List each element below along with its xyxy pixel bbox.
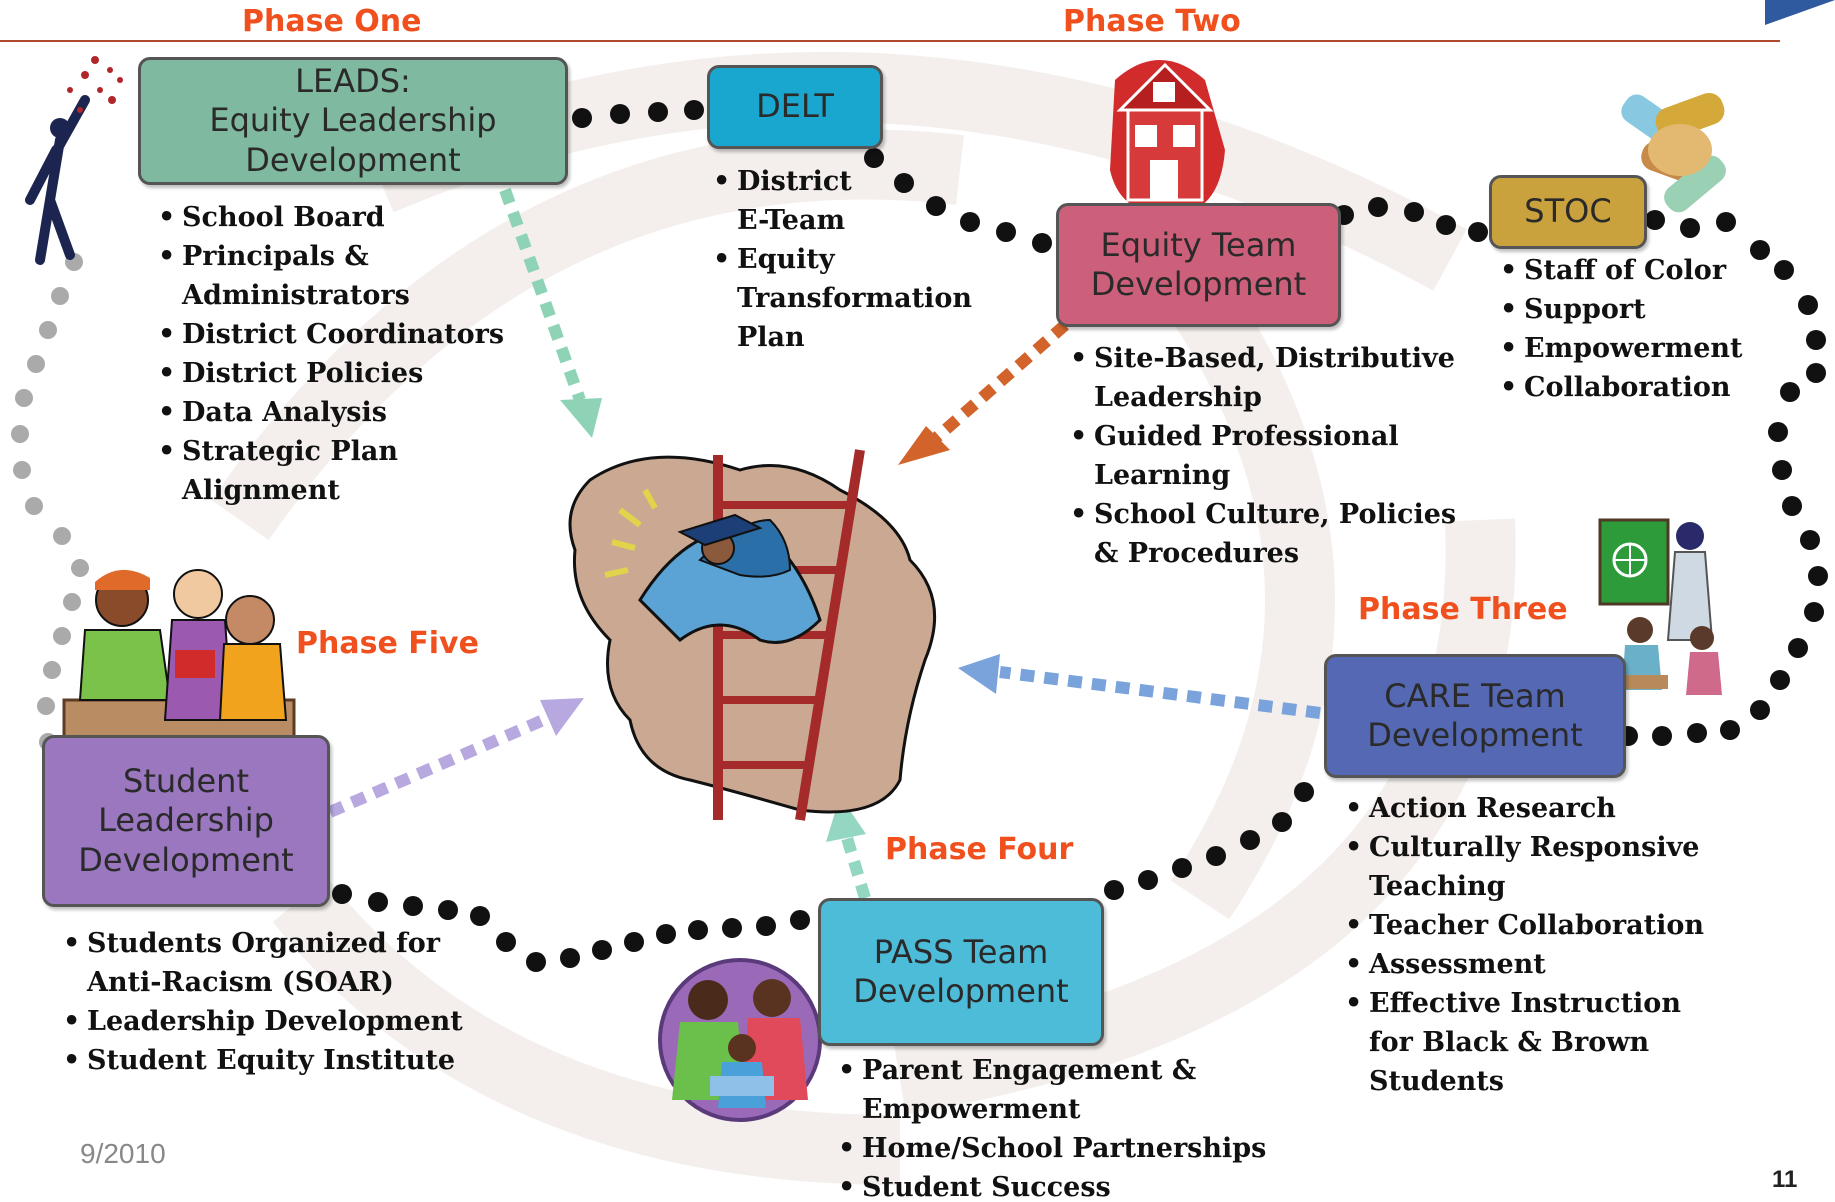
stoc-list: Staff of Color Support Empowerment Colla… [1500,251,1743,407]
family-icon [658,958,822,1122]
leads-box-line-1: LEADS: [295,62,411,101]
phase-five-label: Phase Five [296,626,479,661]
pass-list: Parent Engagement & Empowerment Home/Sch… [838,1051,1266,1202]
pass-box-line-2: Development [853,972,1069,1010]
list-item: Empowerment [1500,329,1743,368]
list-item-continued: E-Team [737,205,846,236]
list-item-continued: Plan [737,322,805,353]
joined-hands-icon [1621,92,1726,213]
stoc-box: STOC [1489,175,1647,249]
dotted-path-grey [11,253,89,751]
equity-team-box-line-2: Development [1090,265,1307,303]
equity-team-box-line-1: Equity Team [1100,225,1297,264]
arrow-student-to-center [327,698,584,818]
list-item-continued: Leadership [1094,382,1262,413]
slide-number: 11 [1772,1166,1798,1193]
leads-list: School Board Principals & Administrators… [158,198,504,510]
list-item: Teacher Collaboration [1345,906,1704,945]
list-item: Site-Based, Distributive [1070,339,1456,378]
student-box-line-1: Student [123,762,249,801]
list-item-continued: Administrators [182,280,410,311]
pass-box: PASS Team Development [818,898,1104,1046]
leads-box: LEADS: Equity Leadership Development [138,57,568,185]
list-item: District [713,162,972,201]
achiever-figure-icon [25,56,123,265]
corner-triangle-icon [1765,0,1835,25]
leads-box-line-3: Development [245,140,461,179]
list-item-continued: Anti-Racism (SOAR) [87,967,394,998]
list-item-continued: & Procedures [1094,538,1300,569]
phase-one-label: Phase One [242,4,422,39]
teacher-classroom-icon [1598,518,1722,695]
list-item: Students Organized for [63,924,463,963]
list-item: Collaboration [1500,368,1743,407]
list-item-continued: Empowerment [862,1094,1081,1125]
list-item: Support [1500,290,1743,329]
list-item: Principals & [158,237,504,276]
schoolhouse-icon [1110,60,1225,215]
list-item-continued: Teaching [1369,871,1506,902]
list-item: Leadership Development [63,1002,463,1041]
graduate-climbing-ladder-icon [568,449,937,821]
list-item: School Culture, Policies [1070,495,1456,534]
phase-two-label: Phase Two [1063,4,1241,39]
delt-box: DELT [707,65,883,149]
list-item-continued: Students [1369,1066,1504,1097]
list-item: District Coordinators [158,315,504,354]
delt-box-line-1: DELT [756,87,834,126]
list-item: Student Success [838,1168,1266,1202]
equity-team-box: Equity Team Development [1056,203,1341,327]
care-box-line-2: Development [1367,716,1583,754]
list-item: Culturally Responsive [1345,828,1704,867]
phase-four-label: Phase Four [885,832,1074,867]
students-group-icon [62,569,296,742]
stoc-box-line-1: STOC [1524,192,1612,231]
leads-box-line-2: Equity Leadership [209,101,497,140]
care-list: Action Research Culturally Responsive Te… [1345,789,1704,1101]
list-item: School Board [158,198,504,237]
list-item: Assessment [1345,945,1704,984]
list-item: Effective Instruction [1345,984,1704,1023]
list-item: Student Equity Institute [63,1041,463,1080]
arrow-leads-to-center [499,187,602,438]
arrow-pass-to-center [826,796,871,900]
list-item-continued: for Black & Brown [1369,1027,1650,1058]
student-box: Student Leadership Development [42,735,330,907]
care-box: CARE Team Development [1324,654,1626,778]
equity-team-list: Site-Based, Distributive Leadership Guid… [1070,339,1456,573]
list-item: District Policies [158,354,504,393]
footer-date: 9/2010 [80,1138,166,1169]
student-box-line-3: Development [78,840,294,879]
list-item-continued: Learning [1094,460,1231,491]
care-box-line-1: CARE Team [1384,676,1566,715]
list-item: Strategic Plan [158,432,504,471]
student-list: Students Organized for Anti-Racism (SOAR… [63,924,463,1080]
pass-box-line-1: PASS Team [873,932,1049,971]
list-item: Staff of Color [1500,251,1743,290]
list-item: Home/School Partnerships [838,1129,1266,1168]
student-box-line-2: Leadership [98,801,274,840]
arrow-care-to-center [958,654,1321,719]
list-item: Guided Professional [1070,417,1456,456]
list-item: Data Analysis [158,393,504,432]
list-item-continued: Transformation [737,283,972,314]
list-item: Action Research [1345,789,1704,828]
dotted-cycle-path [332,100,1828,972]
phase-three-label: Phase Three [1358,592,1568,627]
delt-list: District E-Team Equity Transformation Pl… [713,162,972,357]
arrow-equity-team-to-center [898,320,1069,465]
list-item: Equity [713,240,972,279]
list-item: Parent Engagement & [838,1051,1266,1090]
list-item-continued: Alignment [182,475,340,506]
